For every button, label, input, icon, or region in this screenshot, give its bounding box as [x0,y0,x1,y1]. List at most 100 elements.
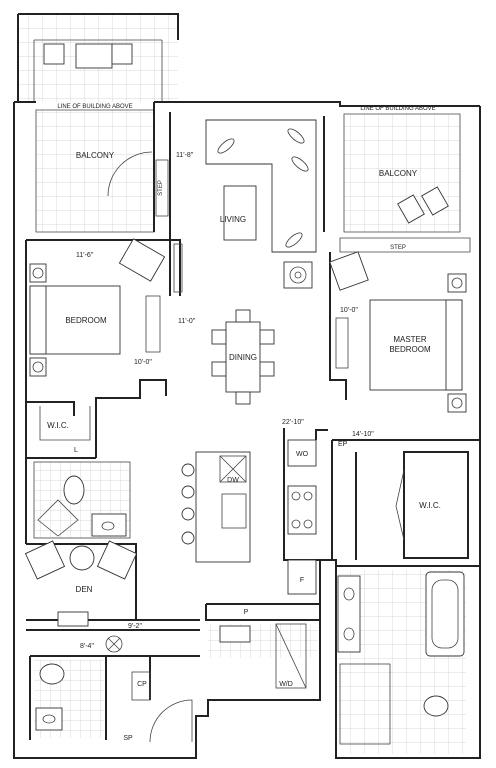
step-label-left: STEP [158,180,164,196]
master-armchair [329,251,369,291]
dining-table [225,321,261,393]
den-side-table [69,545,95,571]
bathtub [425,571,465,657]
step-label-right: STEP [390,245,406,251]
kitchen-dimension: 22'-10" [282,419,304,426]
living-dimension: 11'-8" [176,152,194,159]
master-width-dimension: 10'-0" [340,307,358,314]
exterior-walls [13,101,481,759]
island-sink-icon [221,493,247,529]
bedroom-length-dimension: 10'-0" [134,359,152,366]
master-nightstand-top [447,273,467,293]
stool-4 [181,531,195,545]
den-length-dimension: 8'-4" [80,643,94,650]
balcony-chair-right [111,43,133,65]
sectional-sofa [205,119,317,253]
headboard [29,285,47,355]
pantry-label: P [244,609,249,616]
entry-door-swing [149,699,193,743]
laundry-sink [219,625,251,643]
stool-3 [181,507,195,521]
wall-oven-label: WO [296,451,309,458]
laundry: P W/D [208,609,318,689]
den-chair-left [24,540,66,580]
ensuite-shower [339,663,391,745]
electrical-panel-label: EP [338,441,348,448]
dining-chair-bottom [235,391,251,405]
bedroom-width-dimension: 11'-6" [76,252,94,259]
master-bedroom-label-line2: BEDROOM [389,345,431,354]
den-desk [57,611,89,627]
dining-label: DINING [229,353,257,362]
washer-dryer-label: W/D [279,681,293,688]
living-length-dimension: 11'-0" [178,318,196,325]
master-bedroom-label-line1: MASTER [393,335,427,344]
den-width-dimension: 9'-2" [128,623,142,630]
bathroom-left [33,461,131,539]
bedroom-armchair [118,238,166,282]
fridge-label: F [300,577,304,584]
master-nightstand-bottom [447,393,467,413]
balcony-left-label: BALCONY [76,151,115,160]
dining-chair-right-1 [259,329,275,345]
storage-closet-label: SP [123,735,133,742]
den: DEN 9'-2" 8'-4" [24,540,142,653]
dining-chair-left-2 [211,361,227,377]
powder-room: CP SP [34,660,193,743]
wall-oven [287,439,317,467]
lamp-icon [289,266,307,284]
wic-left-label: W.I.C. [47,421,69,430]
side-table [283,261,313,289]
nightstand-bottom [29,357,47,377]
nightstand-top [29,263,47,283]
dining-chair-top [235,309,251,323]
cushion-3 [291,156,309,172]
stool-2 [181,485,195,499]
cooktop [287,485,317,535]
cushion-4 [285,232,303,248]
lounge-chair-1 [397,194,425,224]
master-length-dimension: 14'-10" [352,431,374,438]
coffee-table [223,185,257,241]
shower-icon [37,499,79,537]
media-console [173,243,183,293]
coat-closet-label: CP [137,681,147,688]
dining-chair-right-2 [259,361,275,377]
dining-chair-left-1 [211,329,227,345]
left-balcony: LINE OF BUILDING ABOVE BALCONY [35,104,155,233]
master-headboard [445,299,463,391]
lounge-chair-2 [421,186,449,216]
den-floor-lamp-icon [105,635,123,653]
dishwasher-label: DW [227,477,239,484]
kitchen: DW WO F 22'-10" [181,419,317,595]
den-label: DEN [76,585,93,594]
balcony-right-label: BALCONY [379,169,418,178]
upper-balcony [17,13,179,102]
balcony-door-swing [107,151,153,197]
dishwasher [219,455,247,483]
master-dresser [335,317,349,369]
master-bedroom: MASTER BEDROOM 10'-0" 14'-10" EP [329,251,467,448]
toilet-icon [63,475,85,505]
coat-closet [131,671,151,701]
living-room: LIVING 11'-8" [173,119,317,293]
washer-dryer [275,623,307,689]
wic-right-door [395,469,405,541]
bedroom-label: BEDROOM [65,316,107,325]
dining-area: DINING 11'-0" [178,309,275,405]
interior-walls [25,102,480,740]
balcony-table [75,43,113,69]
ensuite-bathroom [337,570,466,754]
right-balcony: LINE OF BUILDING ABOVE BALCONY STEP [339,106,471,253]
powder-sink [35,707,63,731]
line-of-building-label-left: LINE OF BUILDING ABOVE [57,104,132,110]
ensuite-vanity [337,575,361,653]
cushion-2 [287,128,305,144]
fridge [287,559,317,595]
linen-label: L [74,447,78,454]
kitchen-island [195,451,251,563]
den-chair-right [96,540,138,580]
bedroom-dresser [145,295,161,353]
